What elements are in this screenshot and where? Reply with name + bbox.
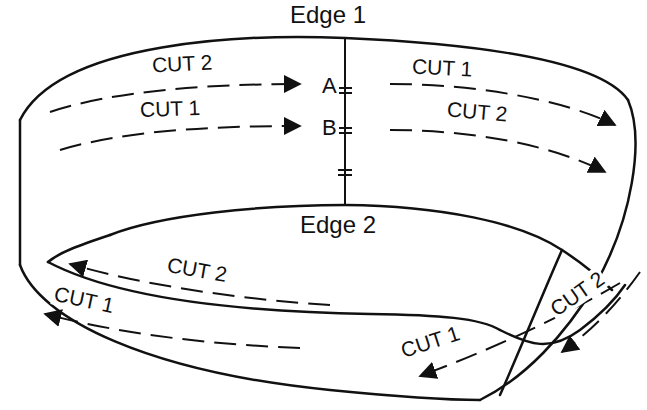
strip-label: CUT 1 <box>138 96 203 121</box>
strip-label: Edge 2 <box>298 212 378 238</box>
strip-label: Edge 1 <box>288 2 368 28</box>
strip-label: CUT 1 <box>396 321 464 363</box>
strip-label: A <box>320 74 339 98</box>
strip-label: CUT 1 <box>409 54 474 80</box>
strip-label: CUT 2 <box>163 253 230 287</box>
strip-label: CUT 2 <box>444 97 510 126</box>
strip-label: B <box>320 116 339 140</box>
strip-label: CUT 2 <box>149 50 214 76</box>
